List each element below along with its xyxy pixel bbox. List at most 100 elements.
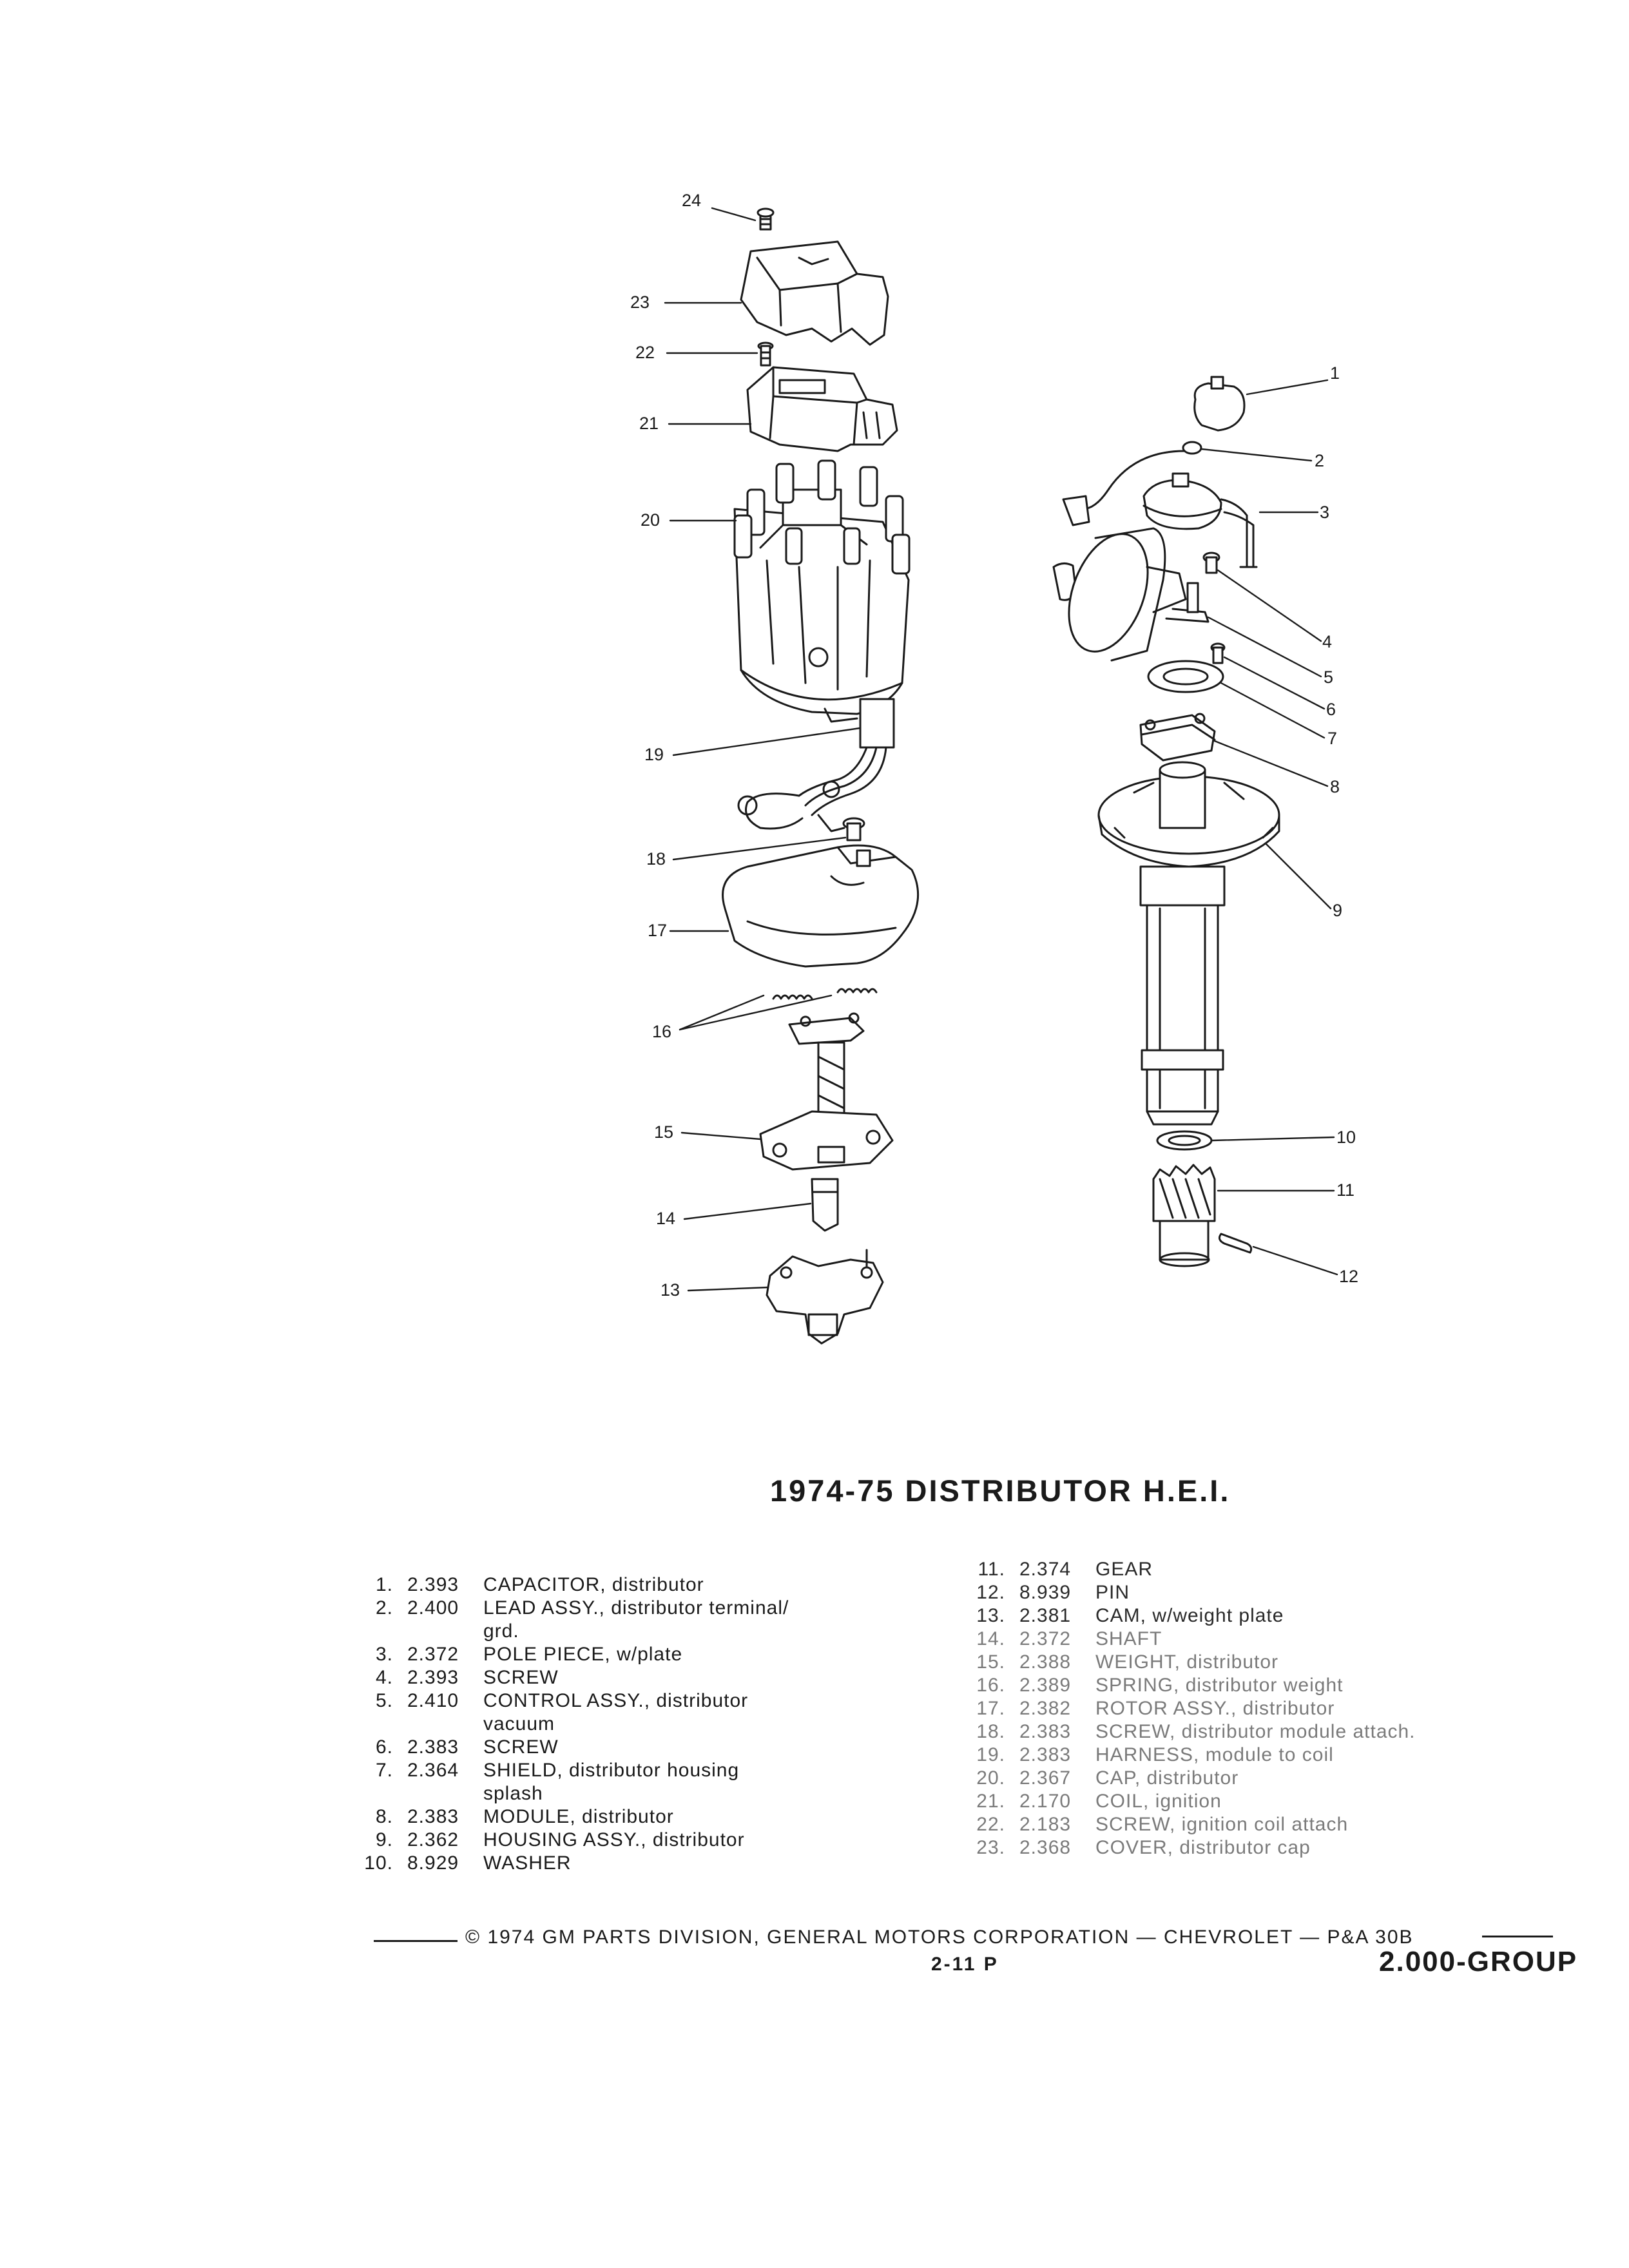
part-description: GEAR: [1095, 1559, 1153, 1580]
part-code: 2.367: [1019, 1767, 1072, 1789]
part-description: SCREW, distributor module attach.: [1095, 1721, 1416, 1742]
part-number: 23.: [976, 1837, 1005, 1858]
part-description: HOUSING ASSY., distributor: [483, 1829, 745, 1850]
part-description: LEAD ASSY., distributor terminal/: [483, 1597, 789, 1619]
part-23-cap-cover: [740, 240, 889, 346]
part-number: 6.: [375, 1736, 393, 1758]
part-9-housing: [1097, 761, 1280, 1126]
part-21-coil: [746, 366, 898, 452]
part-code: 2.382: [1019, 1698, 1072, 1719]
callout-1: 1: [1330, 363, 1340, 383]
callout-16: 16: [652, 1022, 671, 1041]
part-description: ROTOR ASSY., distributor: [1095, 1698, 1335, 1719]
part-number: 9.: [375, 1829, 393, 1850]
part-code: 2.372: [407, 1644, 459, 1665]
part-17-rotor: [722, 844, 920, 968]
part-code: 2.381: [1019, 1605, 1072, 1626]
part-number: 2.: [375, 1597, 393, 1619]
callout-2: 2: [1315, 451, 1324, 470]
part-number: 12.: [976, 1582, 1005, 1603]
part-number: 4.: [375, 1667, 393, 1688]
part-number: 3.: [375, 1644, 393, 1665]
part-description: SHAFT: [1095, 1628, 1162, 1649]
part-number: 8.: [375, 1806, 393, 1827]
parts-list-row: splash: [354, 1782, 870, 1805]
callout-5: 5: [1324, 668, 1333, 687]
part-number: 17.: [976, 1698, 1005, 1719]
group-label: 2.000-GROUP: [1379, 1946, 1578, 1977]
part-12-pin: [1218, 1233, 1253, 1254]
part-description: SPRING, distributor weight: [1095, 1675, 1344, 1696]
parts-list-row: grd.: [354, 1620, 870, 1643]
part-number: 22.: [976, 1814, 1005, 1835]
part-description: MODULE, distributor: [483, 1806, 674, 1827]
parts-list-row: 18. 2.383 SCREW, distributor module attach…: [967, 1720, 1547, 1744]
part-description: WEIGHT, distributor: [1095, 1651, 1279, 1673]
callout-3: 3: [1320, 503, 1329, 522]
part-code: 8.929: [407, 1852, 459, 1874]
part-number: 5.: [375, 1690, 393, 1711]
part-20-distributor-cap: [733, 459, 911, 723]
part-number: 7.: [375, 1760, 393, 1781]
callout-7: 7: [1327, 729, 1337, 748]
part-description: SCREW: [483, 1667, 559, 1688]
part-code: 2.383: [407, 1736, 459, 1758]
part-code: 2.383: [407, 1806, 459, 1827]
part-code: 2.389: [1019, 1675, 1072, 1696]
leader-lines: [664, 207, 1338, 1292]
callout-13: 13: [660, 1280, 680, 1300]
part-description: CONTROL ASSY., distributor: [483, 1690, 749, 1711]
part-code: 2.374: [1019, 1559, 1072, 1580]
parts-list-row: 5. 2.410 CONTROL ASSY., distributor: [354, 1689, 870, 1713]
part-code: 2.364: [407, 1760, 459, 1781]
parts-list-row: vacuum: [354, 1713, 870, 1736]
part-code: 2.372: [1019, 1628, 1072, 1649]
part-description: COIL, ignition: [1095, 1791, 1222, 1812]
part-number: 20.: [976, 1767, 1005, 1789]
callout-19: 19: [644, 745, 664, 764]
part-8-module: [1139, 713, 1216, 762]
callout-11: 11: [1336, 1180, 1354, 1200]
callout-12: 12: [1339, 1267, 1358, 1286]
parts-list-row: 3. 2.372 POLE PIECE, w/plate: [354, 1643, 870, 1666]
callout-14: 14: [656, 1209, 675, 1228]
part-code: 2.383: [1019, 1744, 1072, 1765]
callout-17: 17: [648, 921, 667, 940]
callout-4: 4: [1322, 632, 1332, 651]
part-14-shaft: [811, 1178, 839, 1232]
part-code: 2.368: [1019, 1837, 1072, 1858]
part-13-cam: [766, 1249, 884, 1345]
parts-list-row: 8. 2.383 MODULE, distributor: [354, 1805, 870, 1829]
part-description: SHIELD, distributor housing: [483, 1760, 740, 1781]
callout-21: 21: [639, 414, 659, 433]
footer-rule-right: [1482, 1936, 1553, 1937]
parts-list-row: 10. 8.929 WASHER: [354, 1852, 870, 1875]
callout-15: 15: [654, 1122, 673, 1142]
part-code: 2.383: [1019, 1721, 1072, 1742]
part-4-screw: [1202, 552, 1220, 574]
part-description: SCREW: [483, 1736, 559, 1758]
part-description: WASHER: [483, 1852, 572, 1874]
part-number: 18.: [976, 1721, 1005, 1742]
callout-24: 24: [682, 191, 701, 210]
part-description: POLE PIECE, w/plate: [483, 1644, 683, 1665]
parts-list-row: 7. 2.364 SHIELD, distributor housing: [354, 1759, 870, 1782]
part-description: HARNESS, module to coil: [1095, 1744, 1334, 1765]
part-code: 2.170: [1019, 1791, 1072, 1812]
part-description: CAPACITOR, distributor: [483, 1574, 704, 1595]
callout-20: 20: [641, 510, 660, 530]
copyright-line: © 1974 GM PARTS DIVISION, GENERAL MOTORS…: [465, 1927, 1414, 1948]
part-number: 10.: [364, 1852, 393, 1874]
footer-rule-left: [374, 1940, 458, 1942]
part-code: 2.410: [407, 1690, 459, 1711]
